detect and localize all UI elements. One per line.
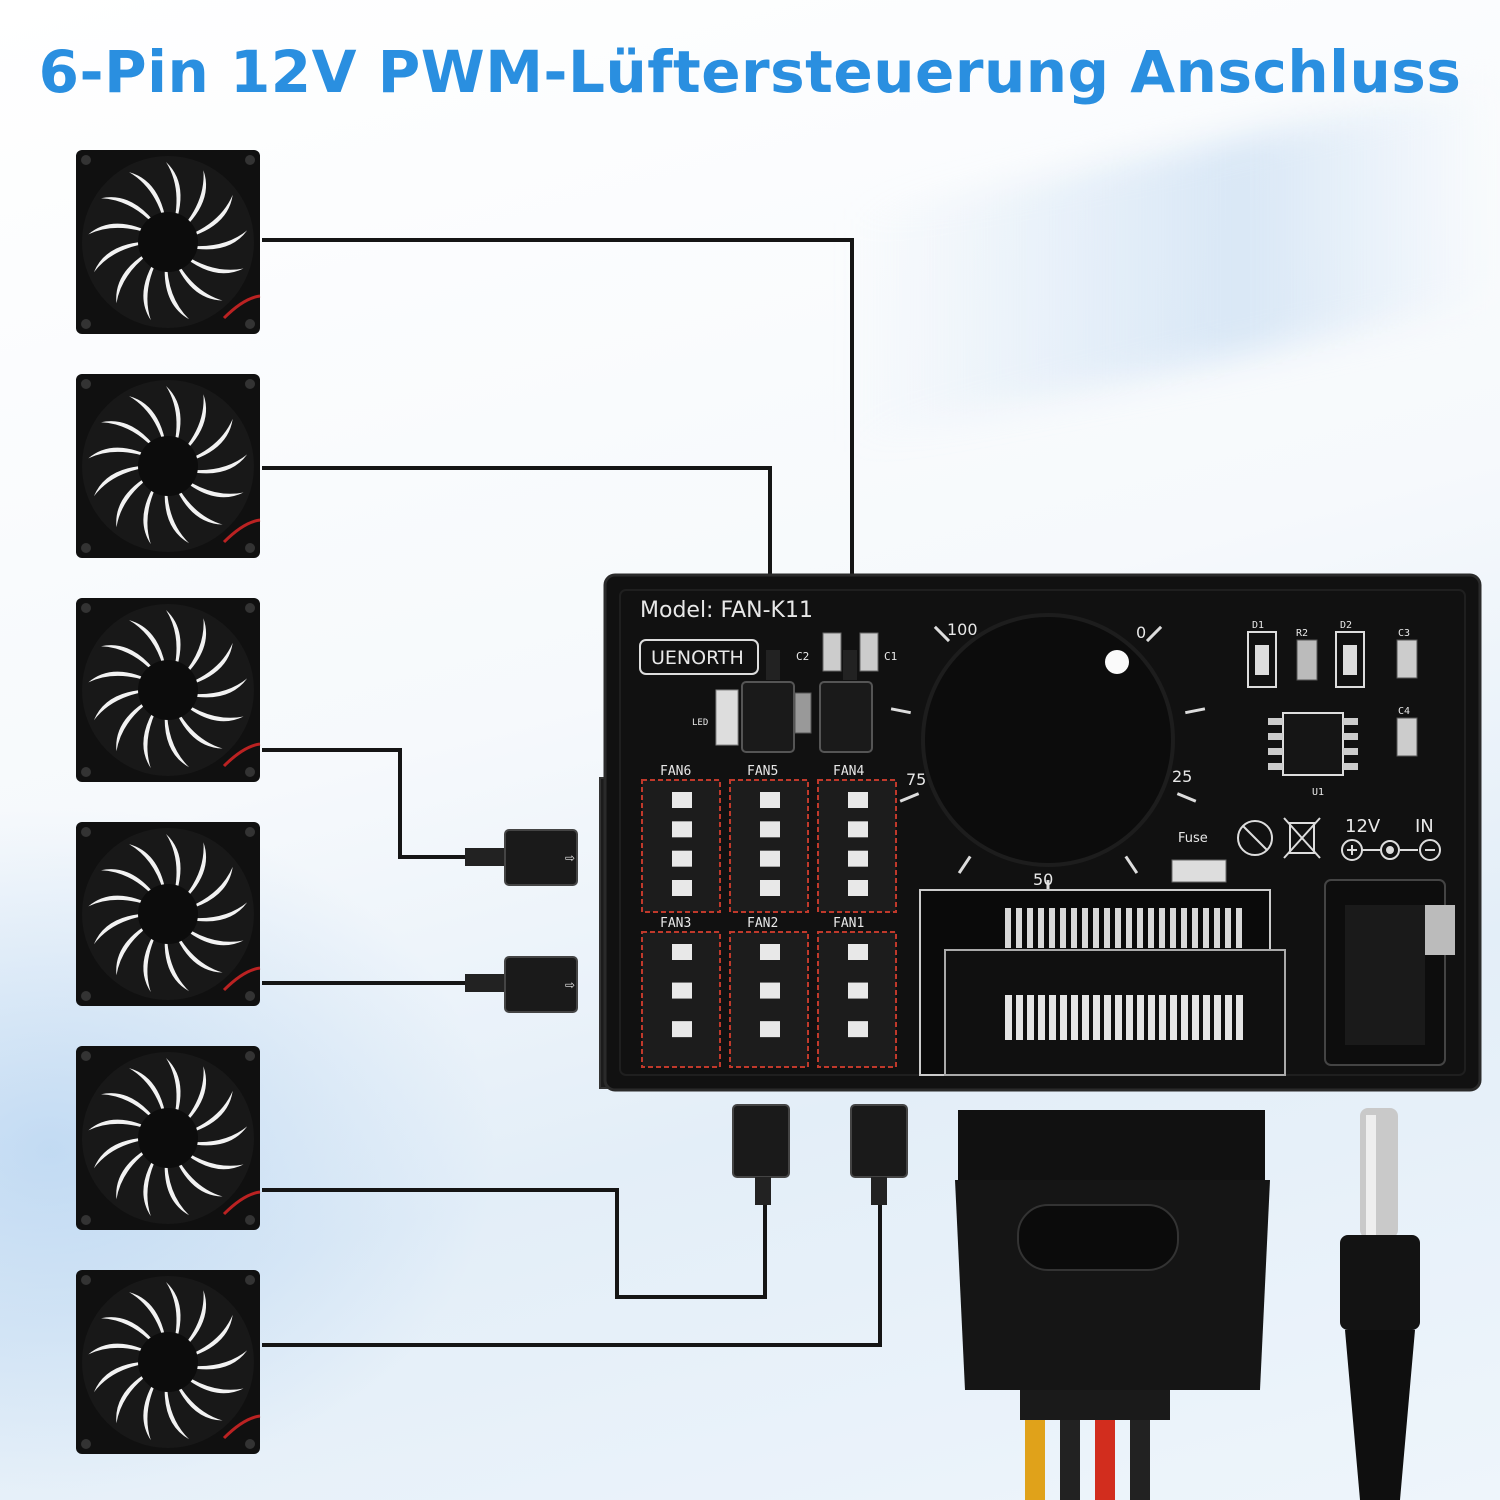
fan-port-1 <box>641 779 721 913</box>
cap-c2 <box>822 632 842 672</box>
wire-fan-6 <box>262 1175 882 1347</box>
knob-mark-50: 50 <box>1033 870 1053 889</box>
board-model-label: Model: FAN-K11 <box>640 598 813 623</box>
led-component <box>715 689 739 746</box>
port-label-fan2: FAN2 <box>747 916 778 931</box>
fan-4 <box>74 820 262 1008</box>
fan-2 <box>74 372 262 560</box>
sata-power-socket <box>919 889 1286 1076</box>
dc-barrel-plug <box>1340 1108 1420 1500</box>
cap-c1 <box>859 632 879 672</box>
knob-mark-25: 25 <box>1172 767 1192 786</box>
label-12v: 12V <box>1345 816 1381 837</box>
port-label-fan3: FAN3 <box>660 916 691 931</box>
fuse-component <box>1171 859 1227 883</box>
connector-bottom-1 <box>732 1104 790 1205</box>
label-d2: D2 <box>1340 620 1352 631</box>
speed-knob <box>921 613 1175 867</box>
speed-knob-indicator <box>1105 650 1129 674</box>
diode-d2 <box>1335 631 1365 688</box>
connector-bottom-2 <box>850 1104 908 1205</box>
weee-bin-icon <box>1283 817 1321 859</box>
plugged-connector-fan4 <box>819 681 873 753</box>
polarity-symbol <box>1341 839 1441 861</box>
plugged-connector-fan5 <box>741 681 795 753</box>
knob-mark-100: 100 <box>947 620 978 639</box>
label-r2: R2 <box>1296 628 1308 639</box>
fan-port-2 <box>729 779 809 913</box>
port-label-fan1: FAN1 <box>833 916 864 931</box>
page-title: 6-Pin 12V PWM-Lüftersteuerung Anschluss <box>38 38 1462 106</box>
chip-u1-pins <box>1268 718 1358 770</box>
fan-port-4 <box>641 931 721 1068</box>
label-c1: C1 <box>884 650 897 663</box>
cap-c4 <box>1396 717 1418 757</box>
resistor-r2 <box>1296 639 1318 681</box>
chip-u1 <box>1282 712 1344 776</box>
connector-left-1: ⇨ <box>465 829 578 886</box>
fan-port-3 <box>817 779 897 913</box>
connector-left-2: ⇨ <box>465 956 578 1013</box>
dc-jack-socket <box>1324 879 1455 1066</box>
fan-port-6 <box>817 931 897 1068</box>
label-d1: D1 <box>1252 620 1264 631</box>
fan-1 <box>74 148 262 336</box>
wire-fan-1 <box>262 238 854 655</box>
label-led: LED <box>692 718 708 728</box>
wire-fan-3 <box>262 748 505 859</box>
knob-mark-75: 75 <box>906 770 926 789</box>
fan-ports <box>641 779 897 1068</box>
knob-mark-0: 0 <box>1136 623 1146 642</box>
wire-fan-5 <box>262 1175 767 1299</box>
brand-logo-box <box>639 639 759 675</box>
port-label-fan5: FAN5 <box>747 764 778 779</box>
fan-5 <box>74 1044 262 1232</box>
cap-c3 <box>1396 639 1418 679</box>
label-in: IN <box>1415 816 1434 837</box>
fan-6 <box>74 1268 262 1456</box>
label-u1: U1 <box>1312 787 1324 798</box>
diode-d1 <box>1247 631 1277 688</box>
fan-port-5 <box>729 931 809 1068</box>
fan-3 <box>74 596 262 784</box>
controller-board: Model: FAN-K11 UENORTH C2 C1 LED FAN6 FA… <box>599 573 1482 1092</box>
port-label-fan4: FAN4 <box>833 764 864 779</box>
sata-power-cable <box>955 1110 1270 1500</box>
label-c4: C4 <box>1398 706 1410 717</box>
svg-text:⇨: ⇨ <box>565 978 575 992</box>
port-label-fan6: FAN6 <box>660 764 691 779</box>
resistor-r1 <box>794 692 812 734</box>
pb-free-icon <box>1237 820 1273 856</box>
svg-text:⇨: ⇨ <box>565 851 575 865</box>
label-fuse: Fuse <box>1178 831 1208 846</box>
brand-logo-text: UENORTH <box>651 647 744 669</box>
label-c3: C3 <box>1398 628 1410 639</box>
label-c2: C2 <box>796 650 809 663</box>
